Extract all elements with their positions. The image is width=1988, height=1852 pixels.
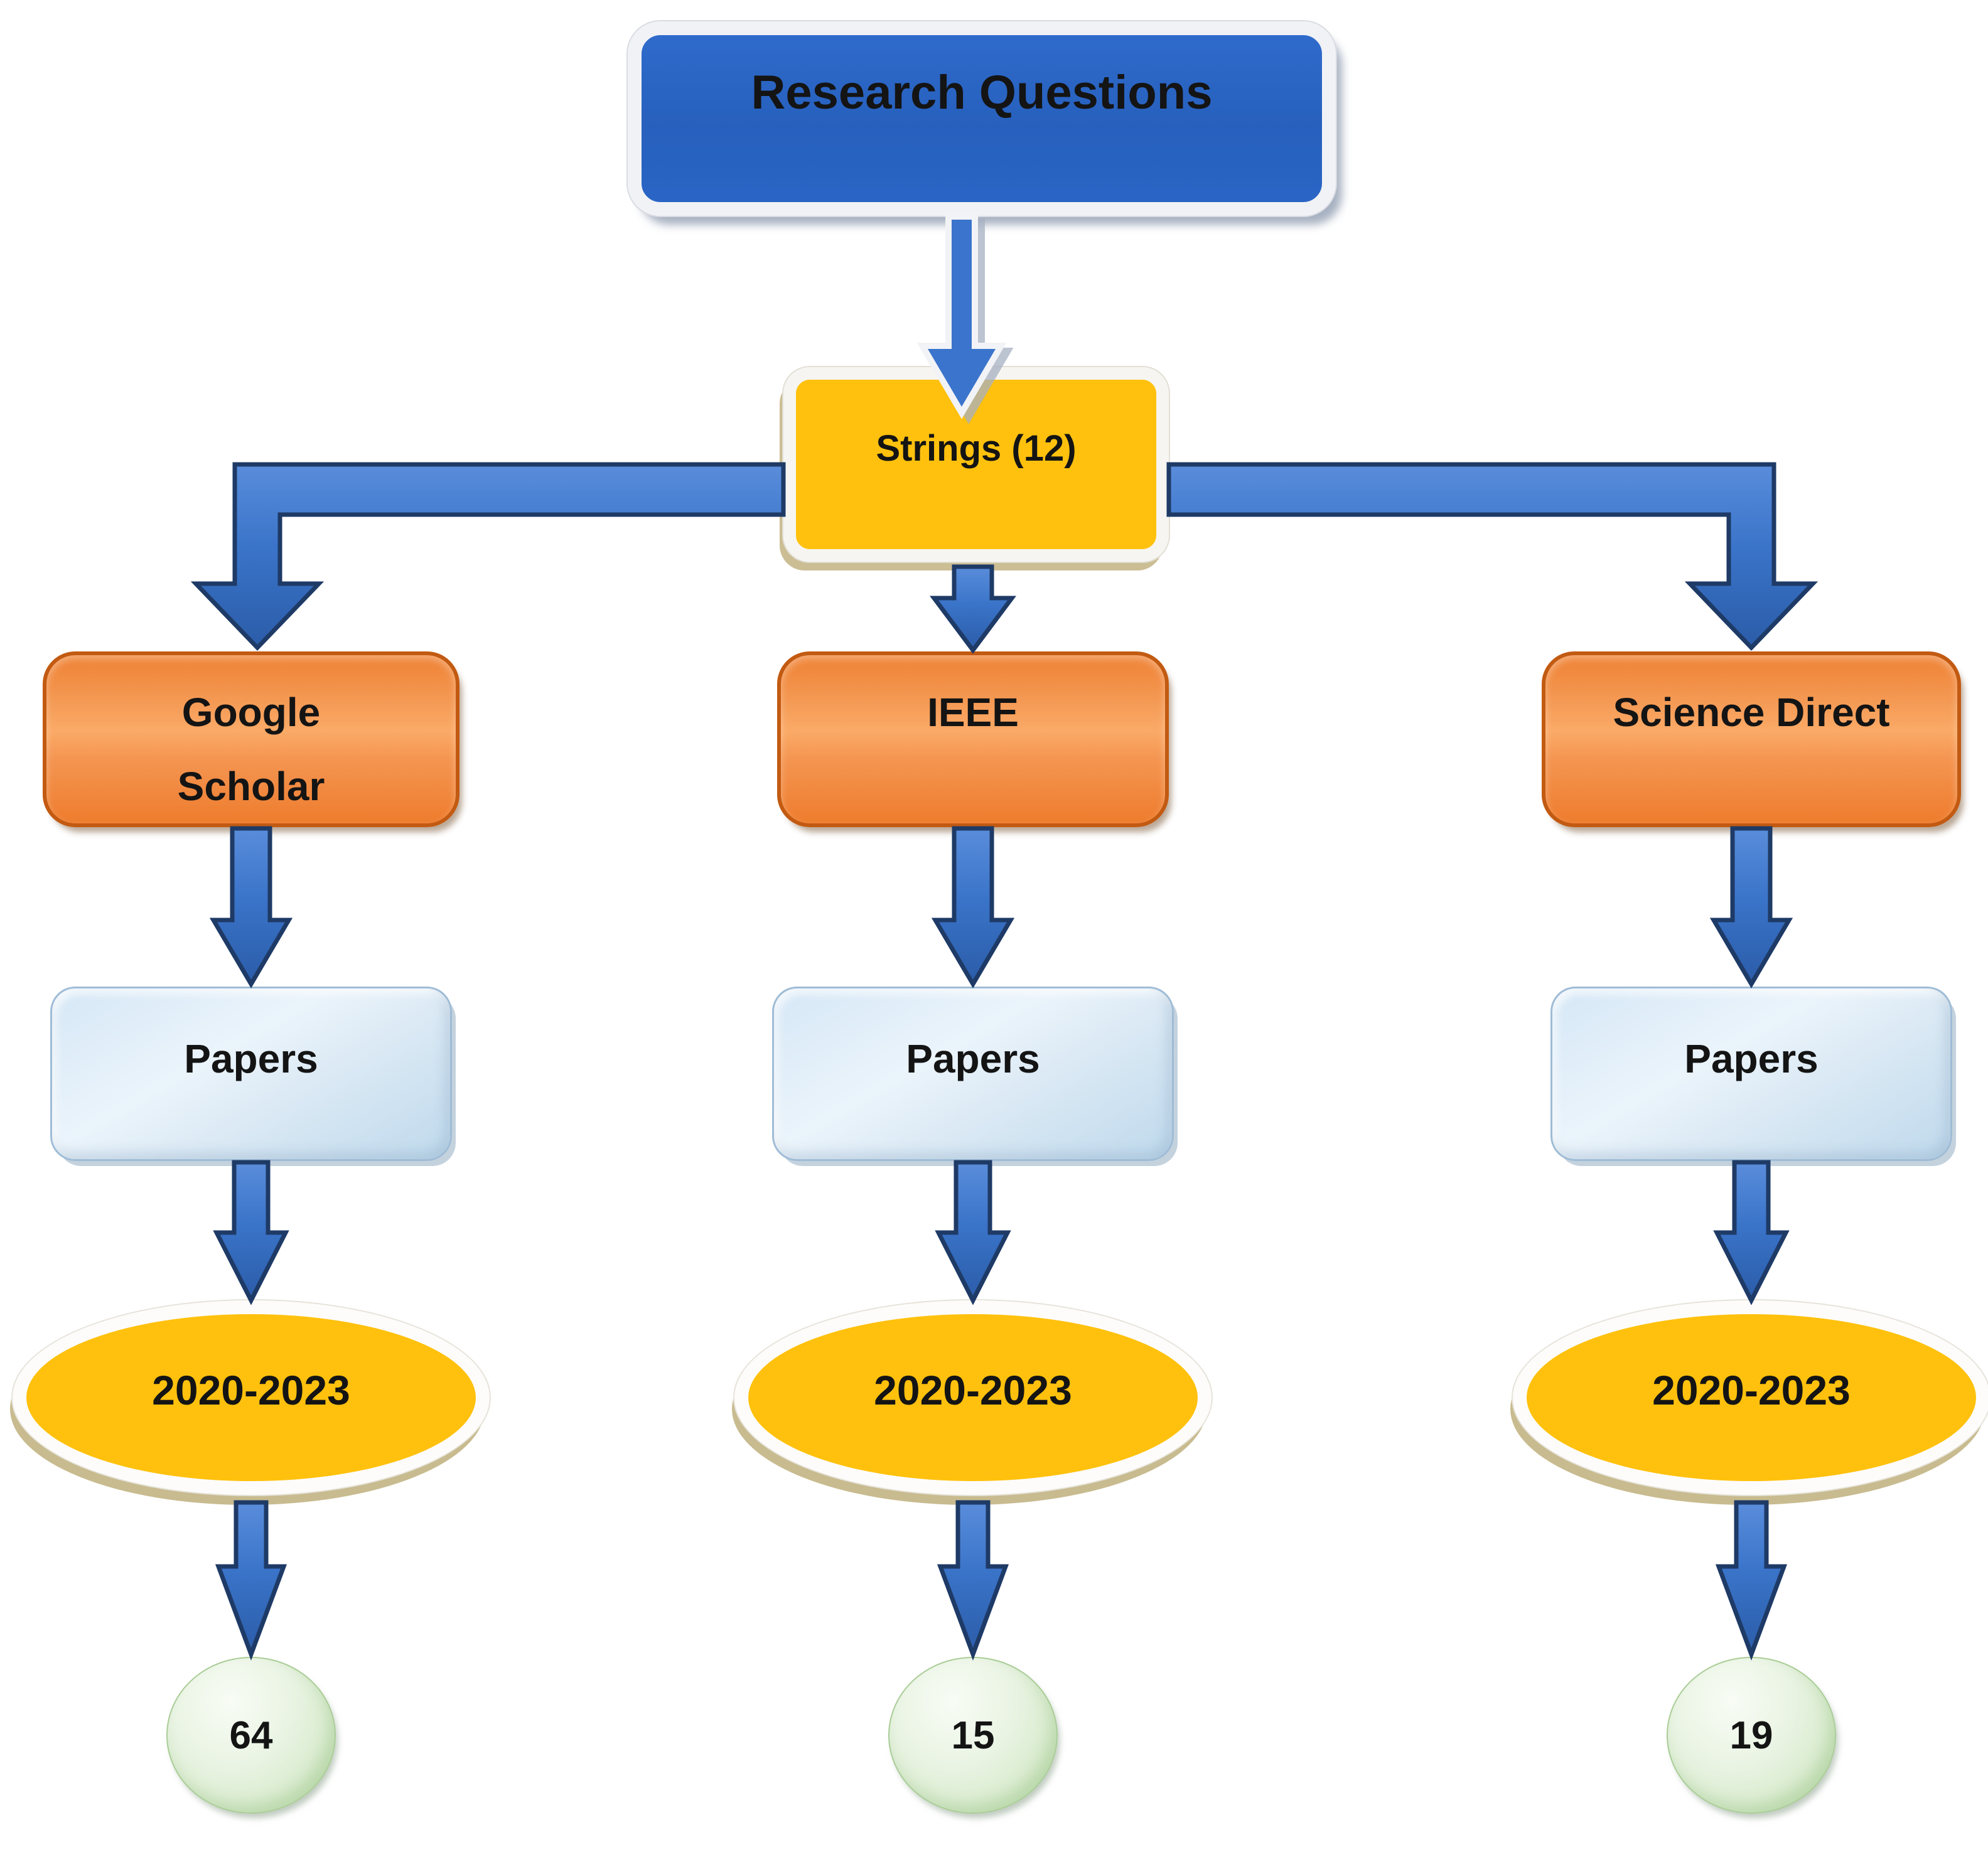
arrow-science-direct-to-papers xyxy=(1709,826,1793,988)
year-range-label: 2020-2023 xyxy=(1652,1367,1851,1413)
papers-node: Papers xyxy=(50,987,452,1161)
source-label: Google Scholar xyxy=(177,690,325,810)
source-node-ieee: IEEE xyxy=(777,651,1169,827)
count-label: 64 xyxy=(229,1713,273,1757)
source-node-google-scholar: Google Scholar xyxy=(43,651,459,827)
count-circle: 19 xyxy=(1667,1657,1836,1814)
arrow-years-to-count-2 xyxy=(937,1500,1009,1661)
connector-strings-to-google-scholar xyxy=(190,462,786,651)
source-node-science-direct: Science Direct xyxy=(1542,651,1961,827)
papers-label: Papers xyxy=(184,1036,318,1081)
source-label: IEEE xyxy=(927,690,1019,735)
arrow-strings-to-ieee xyxy=(930,564,1016,654)
arrow-ieee-to-papers xyxy=(931,826,1015,988)
year-range-ellipse-fill: 2020-2023 xyxy=(26,1314,476,1481)
papers-label: Papers xyxy=(1684,1036,1819,1081)
papers-node: Papers xyxy=(772,987,1174,1161)
source-label: Science Direct xyxy=(1613,690,1890,735)
year-range-label: 2020-2023 xyxy=(152,1367,350,1413)
count-label: 19 xyxy=(1729,1713,1773,1757)
arrow-papers-to-years-2 xyxy=(935,1160,1011,1305)
count-circle: 64 xyxy=(166,1657,336,1814)
papers-label: Papers xyxy=(906,1036,1040,1081)
year-range-ellipse: 2020-2023 xyxy=(1513,1300,1988,1495)
arrow-years-to-count-3 xyxy=(1715,1500,1788,1661)
papers-node: Papers xyxy=(1550,987,1952,1161)
year-range-ellipse: 2020-2023 xyxy=(734,1300,1212,1495)
count-circle: 15 xyxy=(888,1657,1058,1814)
arrow-papers-to-years-1 xyxy=(213,1160,289,1305)
connector-strings-to-science-direct xyxy=(1166,462,1819,651)
year-range-ellipse-fill: 2020-2023 xyxy=(748,1314,1198,1481)
year-range-ellipse: 2020-2023 xyxy=(13,1300,490,1495)
year-range-label: 2020-2023 xyxy=(874,1367,1072,1413)
research-questions-label: Research Questions xyxy=(751,65,1213,119)
strings-node: Strings (12) xyxy=(783,367,1169,562)
count-label: 15 xyxy=(951,1713,995,1757)
arrow-years-to-count-1 xyxy=(215,1500,287,1661)
research-questions-node: Research Questions xyxy=(628,21,1336,216)
arrow-google-scholar-to-papers xyxy=(209,826,293,988)
arrow-papers-to-years-3 xyxy=(1713,1160,1790,1305)
strings-label: Strings (12) xyxy=(876,427,1077,469)
year-range-ellipse-fill: 2020-2023 xyxy=(1527,1314,1976,1481)
